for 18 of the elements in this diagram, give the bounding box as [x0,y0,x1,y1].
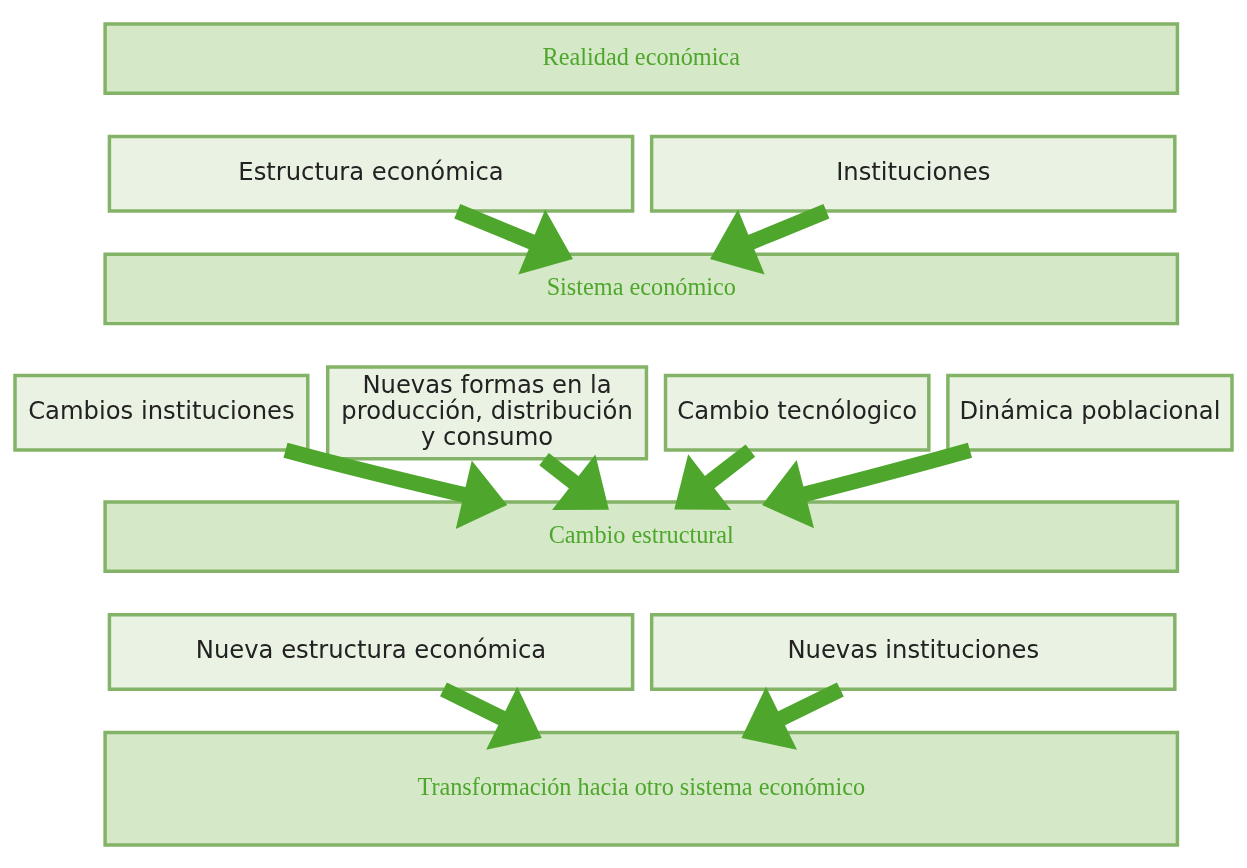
node-box: Cambios instituciones [13,373,310,452]
arrow [440,681,542,750]
node-box: Cambio estructural [103,499,1180,573]
arrow [674,444,756,510]
node-box: Nuevas formas en la producción, distribución y consumo [325,364,649,460]
arrow [283,442,508,529]
node-box: Estructura económica [107,134,635,213]
node-box: Dinámica poblacional [946,373,1234,452]
node-box: Transformación hacia otro sistema económico [103,730,1180,847]
node-box: Cambio tecnólogico [663,373,931,452]
node-box: Nueva estructura económica [107,612,635,691]
node-box: Instituciones [649,134,1177,213]
arrow [741,681,844,750]
arrow [762,442,973,528]
arrow [539,452,609,510]
node-box: Nuevas instituciones [649,612,1177,691]
node-box: Sistema económico [103,252,1180,325]
node-box: Realidad económica [103,21,1180,95]
